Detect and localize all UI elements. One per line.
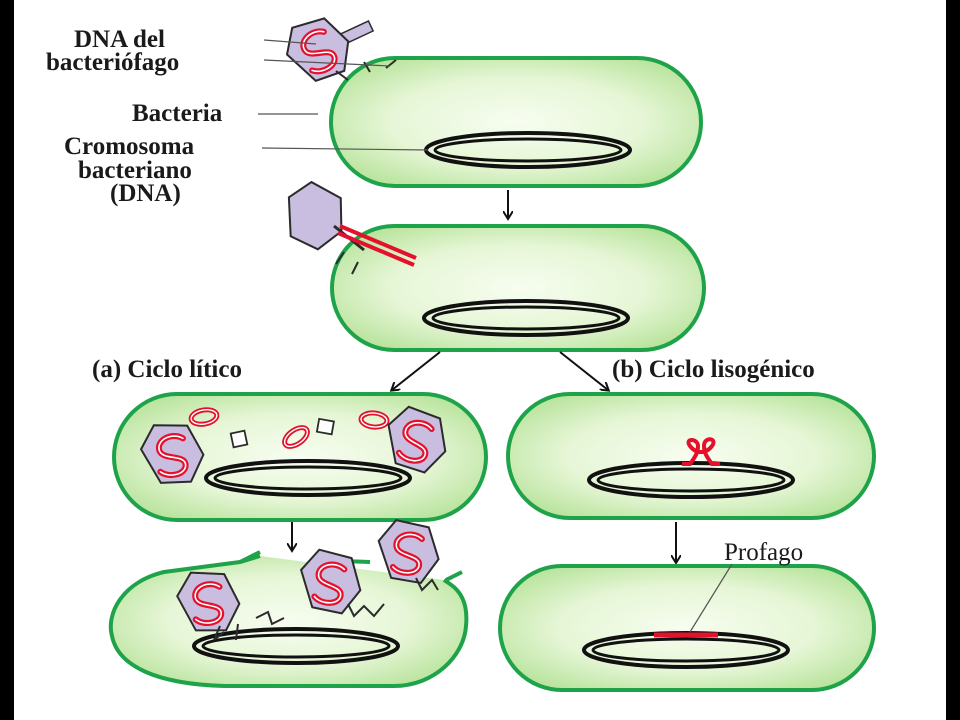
- label-chromosome-line2: bacteriano: [78, 157, 192, 184]
- label-lysogenic-cycle: (b) Ciclo lisogénico: [612, 356, 815, 383]
- bacterium-lysogenic-2: [498, 564, 876, 692]
- label-prophage: Profago: [724, 539, 803, 566]
- chromosome-ring: [204, 459, 412, 497]
- chromosome-ring: [422, 299, 630, 337]
- chromosome-ring: [192, 627, 400, 665]
- label-chromosome-line1: Cromosoma: [64, 133, 195, 160]
- bacterium-2: [330, 224, 706, 352]
- phage-cycle-diagram: DNA del bacteriófago Bacteria Cromosoma …: [46, 7, 876, 692]
- label-chromosome-line3: (DNA): [110, 180, 181, 207]
- arrow-diagonal-icon: [559, 351, 608, 390]
- label-lytic-cycle: (a) Ciclo lítico: [92, 356, 242, 383]
- arrow-diagonal-icon: [392, 351, 441, 390]
- diagram-frame: DNA del bacteriófago Bacteria Cromosoma …: [14, 0, 946, 720]
- label-phage-dna-line1: DNA del: [74, 26, 165, 53]
- bacterium-1: [329, 56, 703, 188]
- bacterium-lysogenic-1: [506, 392, 876, 520]
- capsid-fragments: [229, 417, 335, 449]
- label-bacteria: Bacteria: [132, 100, 223, 127]
- injected-phage-dna: [337, 224, 417, 267]
- bacteriophage-icon: [274, 175, 355, 256]
- leader-lines: [258, 39, 733, 633]
- integrating-phage-dna: [682, 437, 720, 466]
- label-phage-dna-line2: bacteriófago: [46, 49, 179, 76]
- bacteriophage-icon: [276, 7, 375, 91]
